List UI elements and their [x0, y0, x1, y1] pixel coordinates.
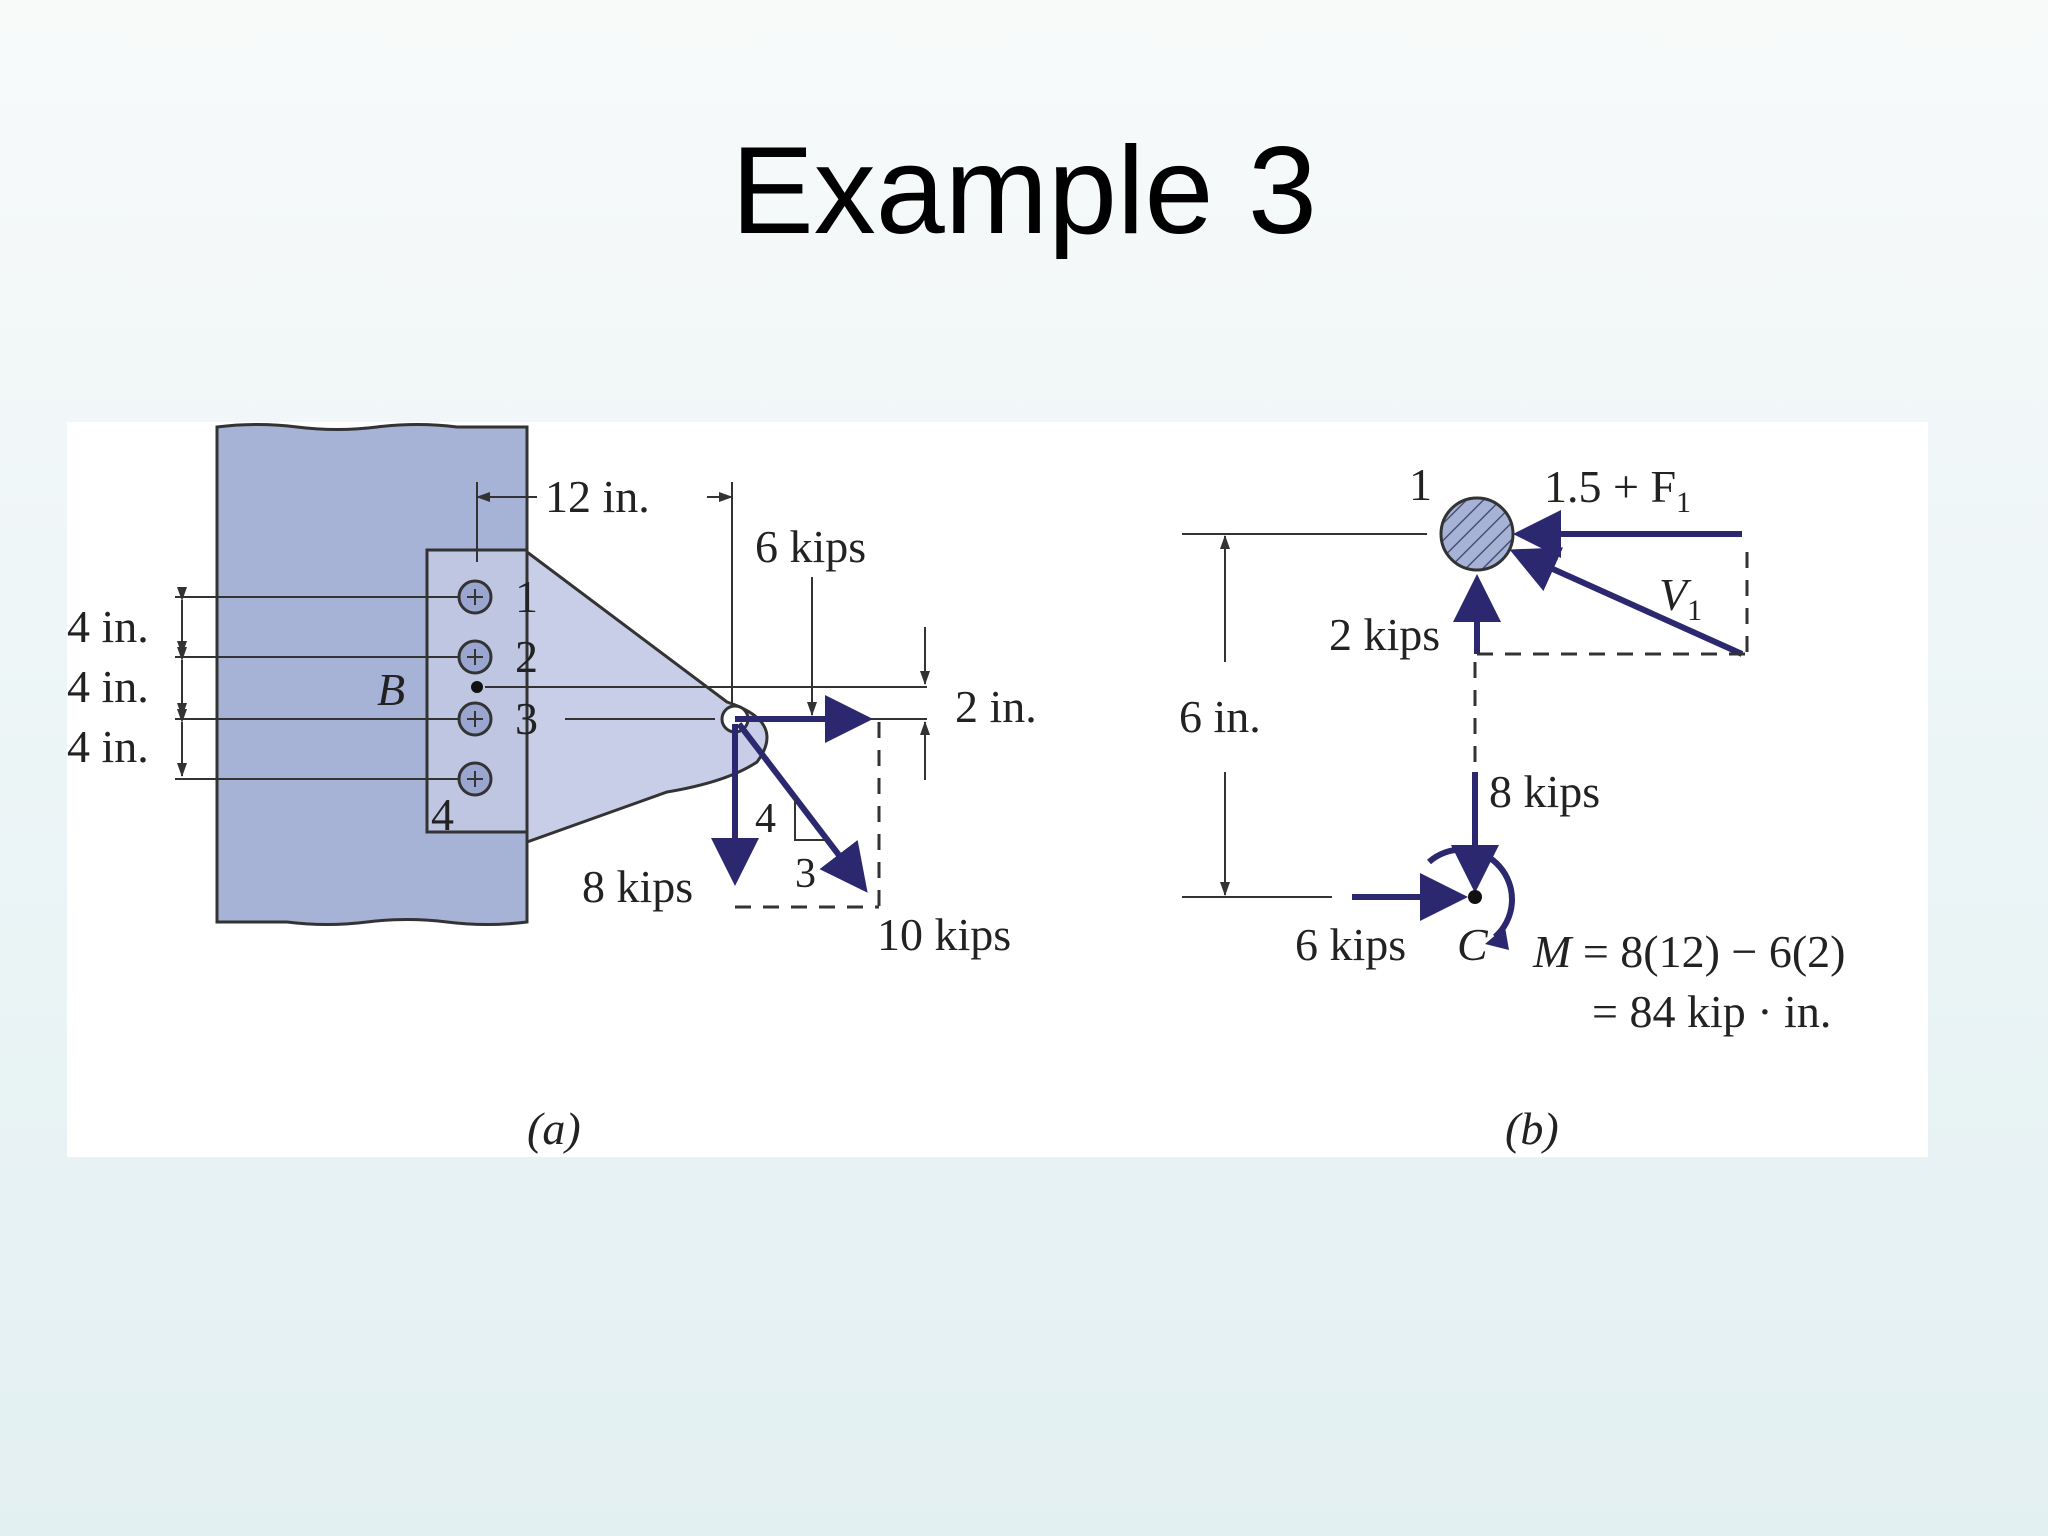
figure-svg: 1 2 3 4 B 4 in. 4 in. 4 in. 12 in. 2 in.…	[67, 423, 1846, 1154]
label-6-kips: 6 kips	[755, 521, 866, 572]
moment-eq-line1: M = 8(12) − 6(2)	[1532, 926, 1846, 977]
label-6-kips-b: 6 kips	[1295, 919, 1406, 970]
label-8-kips-b: 8 kips	[1489, 766, 1600, 817]
dim-4in-2: 4 in.	[67, 661, 149, 712]
slope-4: 4	[755, 796, 776, 842]
label-b: B	[377, 664, 405, 715]
force-v1-arrow	[1509, 547, 1744, 657]
figure-panel: 1 2 3 4 B 4 in. 4 in. 4 in. 12 in. 2 in.…	[67, 422, 1928, 1157]
caption-b: (b)	[1505, 1103, 1559, 1154]
centroid-dot	[471, 681, 483, 693]
bolt-label-2: 2	[515, 631, 538, 682]
label-8-kips: 8 kips	[582, 861, 693, 912]
label-10-kips: 10 kips	[877, 909, 1011, 960]
bolt-label-3: 3	[515, 693, 538, 744]
label-c: C	[1457, 919, 1489, 970]
dim-4in-1: 4 in.	[67, 601, 149, 652]
bolt-4	[457, 761, 493, 797]
bolt-1	[457, 579, 493, 615]
bolt-3	[457, 701, 493, 737]
force-10-kips-arrow	[736, 722, 868, 893]
bolt-2	[457, 639, 493, 675]
moment-arrowhead	[1485, 927, 1509, 950]
slope-triangle	[794, 797, 827, 841]
caption-a: (a)	[527, 1103, 581, 1154]
bolt-label-4: 4	[431, 789, 454, 840]
point-c	[1468, 890, 1482, 904]
dim-2in: 2 in.	[955, 681, 1037, 732]
figure-b: 1 1.5 + F1 V1 2 kips 6 in. 8 kips 6 kips	[1179, 459, 1846, 1154]
dim-12in: 12 in.	[545, 471, 650, 522]
slope-3: 3	[795, 851, 816, 897]
gusset-plate	[525, 549, 769, 845]
label-2-kips: 2 kips	[1329, 609, 1440, 660]
slide-title: Example 3	[731, 122, 1317, 260]
figure-a: 1 2 3 4 B 4 in. 4 in. 4 in. 12 in. 2 in.…	[67, 423, 1037, 1154]
label-v1: V1	[1659, 569, 1702, 627]
bolt-1-label: 1	[1409, 459, 1432, 510]
dim-6in: 6 in.	[1179, 691, 1261, 742]
moment-arc	[1427, 846, 1515, 940]
dim-4in-3: 4 in.	[67, 721, 149, 772]
label-f1: 1.5 + F1	[1544, 461, 1691, 519]
bolt-label-1: 1	[515, 571, 538, 622]
moment-eq-line2: = 84 kip · in.	[1592, 986, 1831, 1037]
bolt-1-hatched	[1439, 496, 1515, 572]
